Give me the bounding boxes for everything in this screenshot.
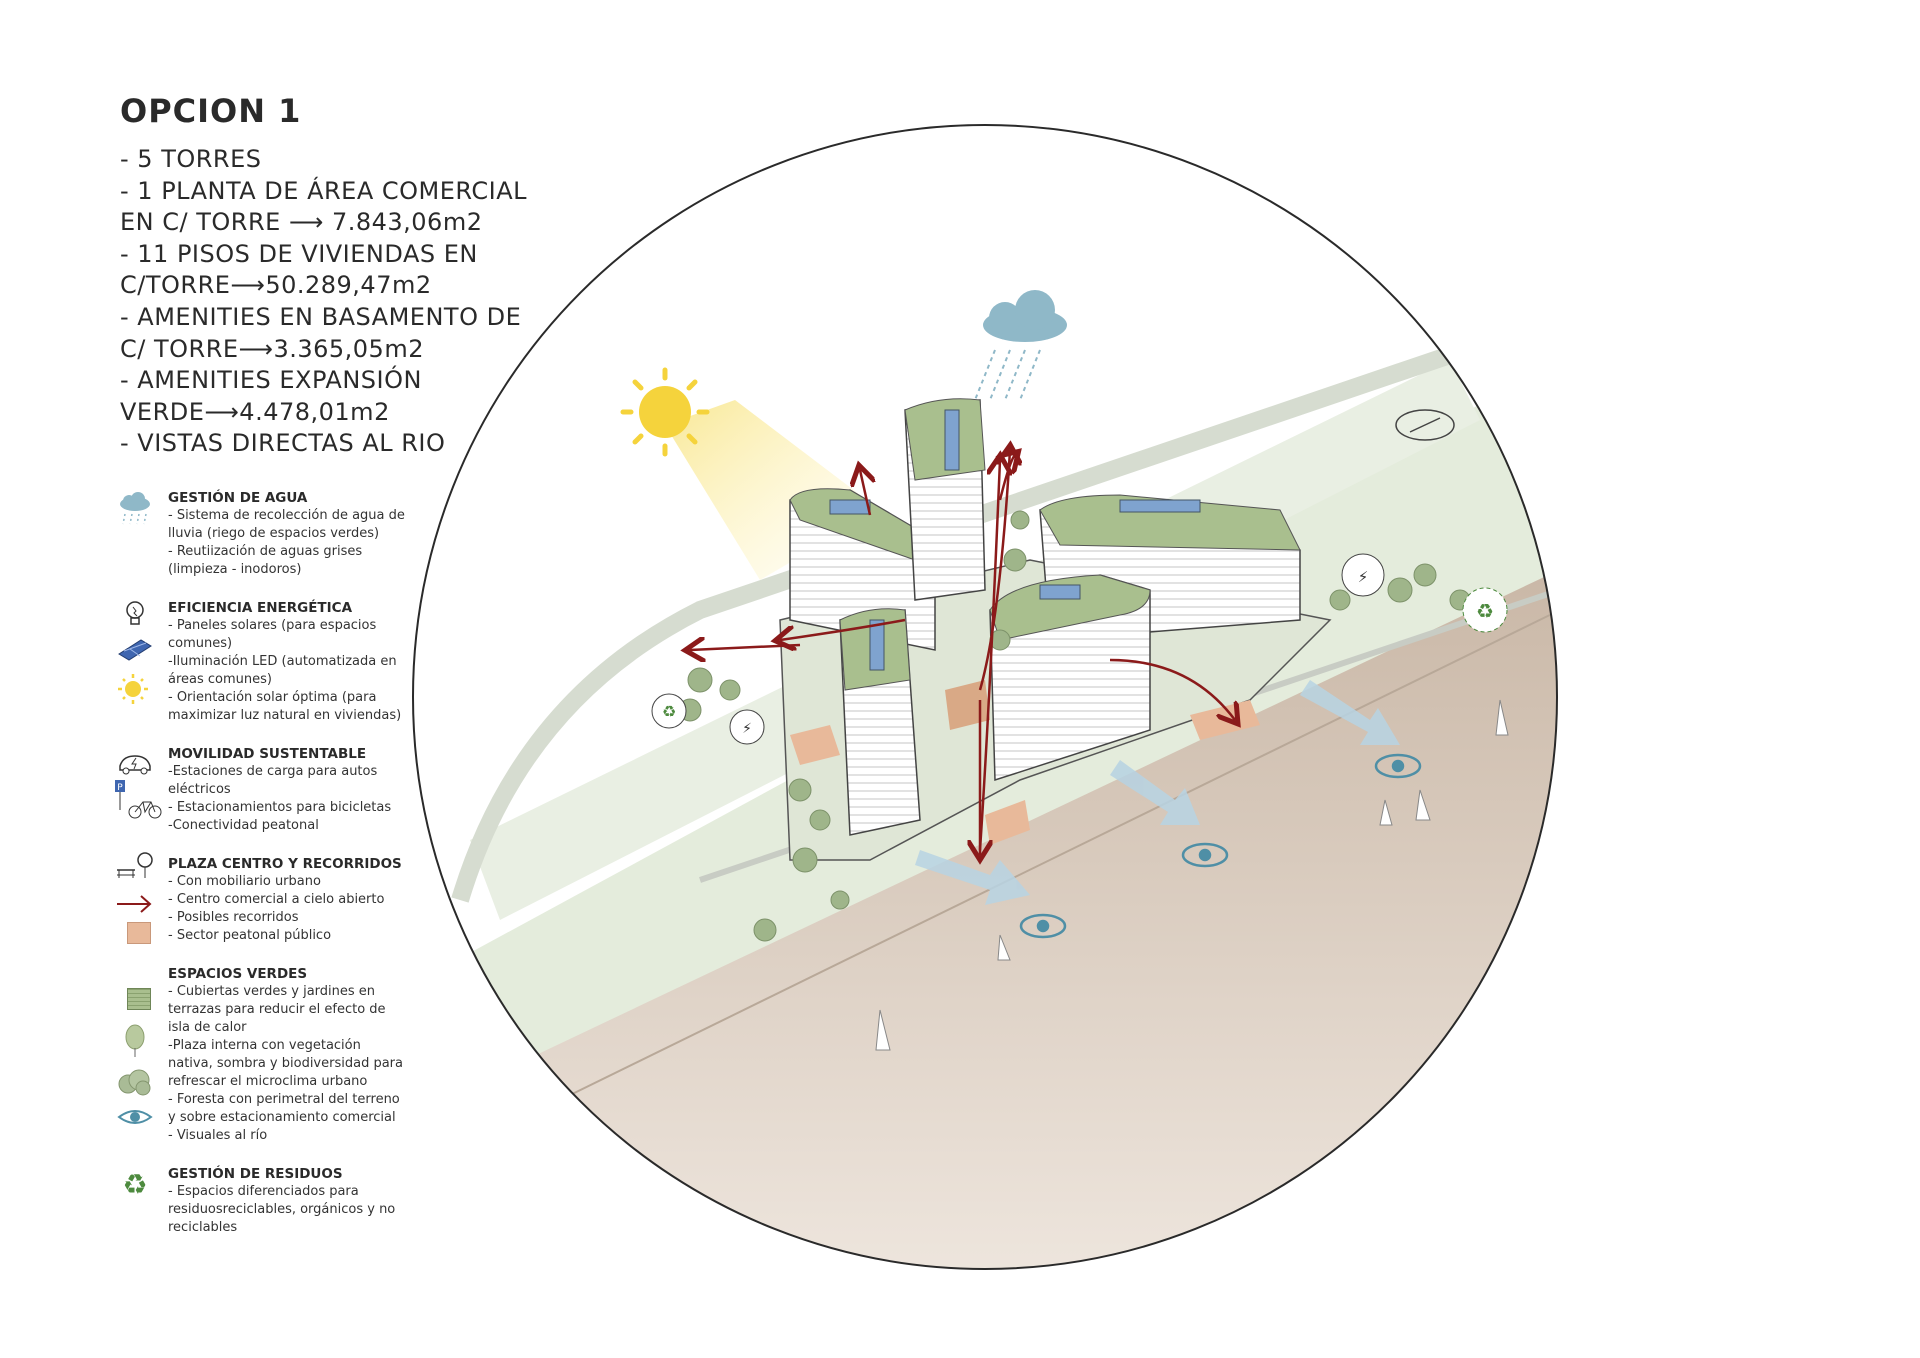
- legend-line: nativa, sombra y biodiversidad para: [168, 1056, 403, 1071]
- cloud-rain-icon: [120, 492, 150, 525]
- summary-line: VERDE⟶4.478,01m2: [120, 397, 390, 426]
- svg-text:⚡: ⚡: [742, 721, 752, 737]
- road: [451, 346, 1453, 903]
- legend-line: - Con mobiliario urbano: [168, 874, 321, 889]
- view-arrows: [915, 680, 1400, 905]
- legend-line: - Cubiertas verdes y jardines en: [168, 984, 376, 999]
- legend-line: - Foresta con perimetral del terreno: [168, 1092, 400, 1107]
- legend-line: -Plaza interna con vegetación: [168, 1038, 361, 1053]
- program-summary: - 5 TORRES - 1 PLANTA DE ÁREA COMERCIAL …: [120, 144, 550, 460]
- legend-heading: GESTIÓN DE RESIDUOS: [168, 1166, 343, 1182]
- legend-heading: GESTIÓN DE AGUA: [168, 490, 308, 506]
- legend-line: - Posibles recorridos: [168, 910, 299, 925]
- rain-cloud-icon: [974, 290, 1067, 401]
- summary-line: - AMENITIES EN BASAMENTO DE: [120, 302, 522, 331]
- bush-icon: [118, 1069, 151, 1096]
- legend-line: - Sistema de recolección de agua de: [168, 508, 405, 523]
- legend-line: - Estacionamientos para bicicletas: [168, 800, 392, 815]
- route-arrow-icon: [117, 895, 152, 913]
- legend-line: terrazas para reducir el efecto de: [168, 1002, 386, 1017]
- parking-icon: P: [115, 780, 125, 810]
- summary-line: - AMENITIES EXPANSIÓN: [120, 366, 422, 395]
- legend-line: isla de calor: [168, 1020, 247, 1035]
- summary-line: - 1 PLANTA DE ÁREA COMERCIAL: [120, 176, 527, 205]
- summary-line: - 5 TORRES: [120, 145, 262, 173]
- legend-line: (limpieza - inodoros): [168, 562, 302, 577]
- legend-line: -Conectividad peatonal: [168, 818, 319, 833]
- bulb-icon: [126, 601, 144, 625]
- view-eye-markers: [1019, 753, 1422, 939]
- ev-charging-icon: [119, 755, 151, 775]
- legend-line: -Iluminación LED (automatizada en: [168, 654, 397, 669]
- svg-text:♻: ♻: [1476, 599, 1494, 623]
- svg-text:P: P: [117, 783, 123, 793]
- summary-line: - VISTAS DIRECTAS AL RIO: [120, 429, 446, 458]
- legend-line: eléctricos: [168, 782, 231, 797]
- river: [420, 560, 1557, 1269]
- green-roof-swatch-icon: [127, 988, 151, 1010]
- diagram-circle-frame: [412, 124, 1558, 1270]
- solar-panel-icon: [118, 639, 152, 661]
- legend-line: maximizar luz natural en viviendas): [168, 708, 402, 723]
- sun-icon: [620, 367, 710, 457]
- option-title: OPCION 1: [120, 92, 302, 130]
- recycle-icon: ♻: [122, 1168, 147, 1200]
- svg-text:♻: ♻: [122, 1168, 147, 1200]
- svg-text:♻: ♻: [662, 702, 676, 721]
- legend-line: y sobre estacionamiento comercial: [168, 1110, 396, 1125]
- legend-line: - Orientación solar óptima (para: [168, 690, 377, 705]
- bench-tree-icon: [117, 852, 153, 878]
- legend-line: residuosreciclables, orgánicos y no: [168, 1202, 396, 1217]
- legend-line: - Centro comercial a cielo abierto: [168, 892, 385, 907]
- site-plan: ♻ ⚡ ⚡ ♻: [413, 125, 1557, 1269]
- legend-line: reciclables: [168, 1220, 238, 1235]
- legend-line: - Visuales al río: [168, 1128, 268, 1143]
- legend-heading: PLAZA CENTRO Y RECORRIDOS: [168, 856, 402, 872]
- legend-line: - Espacios diferenciados para: [168, 1184, 359, 1199]
- legend-line: comunes): [168, 636, 233, 651]
- legend-line: lluvia (riego de espacios verdes): [168, 526, 380, 541]
- route-arrows: [690, 450, 1235, 855]
- legend-line: - Sector peatonal público: [168, 928, 332, 943]
- legend-line: - Paneles solares (para espacios: [168, 618, 377, 633]
- legend-heading: EFICIENCIA ENERGÉTICA: [168, 600, 353, 616]
- summary-line: C/ TORRE⟶3.365,05m2: [120, 334, 424, 363]
- legend-line: - Reutiización de aguas grises: [168, 544, 363, 559]
- summary-line: - 11 PISOS DE VIVIENDAS EN: [120, 239, 478, 268]
- eye-icon: [117, 1110, 153, 1124]
- trees: [678, 510, 1471, 942]
- pedestrian-swatch-icon: [127, 922, 151, 944]
- sailboats: [875, 699, 1509, 1051]
- summary-line: EN C/ TORRE ⟶ 7.843,06m2: [120, 208, 483, 237]
- legend-line: áreas comunes): [168, 672, 272, 687]
- tree-icon: [125, 1024, 145, 1057]
- legend-line: refrescar el microclima urbano: [168, 1074, 368, 1089]
- bicycle-icon: [128, 801, 162, 819]
- summary-line: C/TORRE⟶50.289,47m2: [120, 271, 432, 300]
- svg-text:⚡: ⚡: [1358, 568, 1369, 586]
- site-badges: ♻ ⚡ ⚡ ♻: [651, 409, 1508, 745]
- legend-heading: MOVILIDAD SUSTENTABLE: [168, 746, 367, 762]
- legend-line: -Estaciones de carga para autos: [168, 764, 378, 779]
- sun-icon: [118, 674, 148, 704]
- legend-heading: ESPACIOS VERDES: [168, 966, 308, 982]
